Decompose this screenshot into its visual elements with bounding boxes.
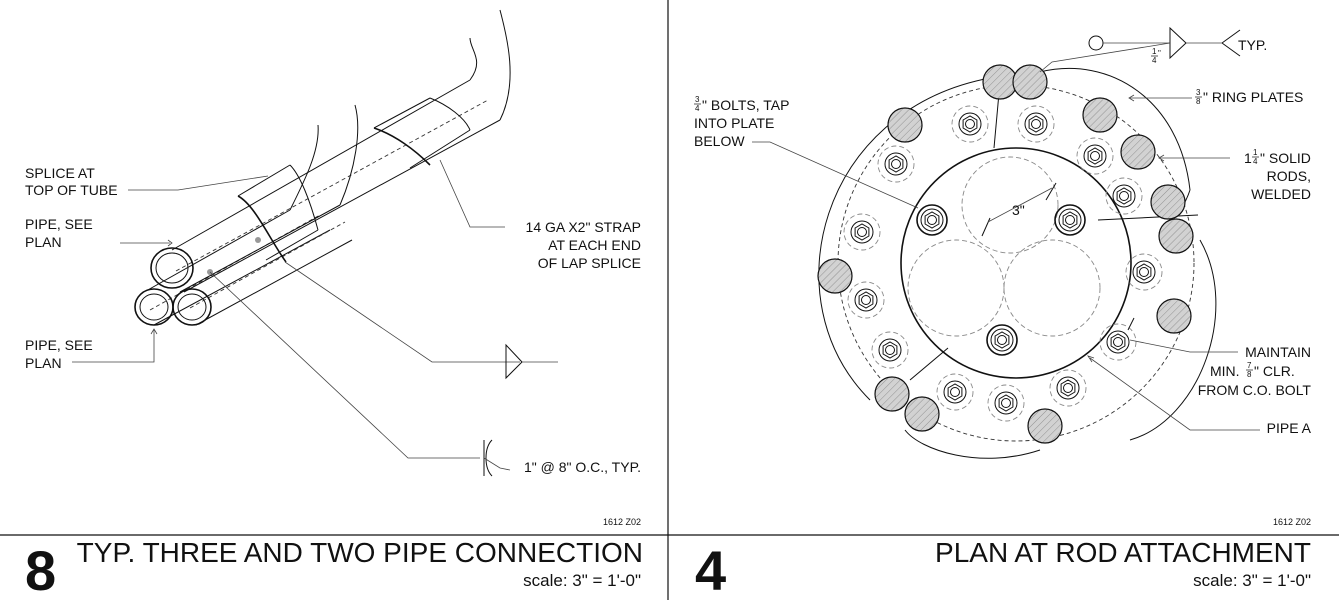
- pipe-connection-drawing: [72, 9, 558, 477]
- plan-leaders: [752, 26, 1260, 431]
- left-detail-scale: scale: 3" = 1'-0": [523, 571, 641, 590]
- weld-size-numerator: 1: [1152, 47, 1157, 56]
- bolt: [1049, 369, 1087, 407]
- solid-rod: [1082, 97, 1118, 133]
- bolts-numerator: 3: [695, 95, 700, 104]
- strap-label-line3: OF LAP SPLICE: [538, 255, 641, 271]
- maintain-label-suffix: " CLR.: [1254, 363, 1295, 379]
- maintain-label-line1: MAINTAIN: [1245, 344, 1311, 360]
- splice-sleeves: [237, 97, 471, 263]
- strap-label-line1: 14 GA X2" STRAP: [526, 219, 641, 235]
- bolts-label-line1: " BOLTS, TAP: [702, 97, 789, 113]
- rods-denominator: 4: [1253, 157, 1258, 166]
- rods-label-line3: WELDED: [1251, 186, 1311, 202]
- bolt: [877, 145, 915, 183]
- splice-label-line2: TOP OF TUBE: [25, 182, 118, 198]
- pipe-leaders: [72, 159, 558, 477]
- lower-left-pipe: [134, 124, 331, 326]
- bolt: [843, 213, 881, 251]
- right-detail-title: PLAN AT ROD ATTACHMENT: [935, 537, 1311, 568]
- maintain-denominator: 8: [1247, 370, 1252, 379]
- rod-attachment-plan: [818, 67, 1217, 459]
- lower-right-pipe: [172, 104, 359, 326]
- bolt: [1125, 253, 1163, 291]
- right-detail-number: 4: [695, 539, 726, 600]
- solid-rods: [817, 64, 1194, 444]
- left-detail-title: TYP. THREE AND TWO PIPE CONNECTION: [77, 537, 643, 568]
- maintain-label-line3: FROM C.O. BOLT: [1198, 382, 1312, 398]
- pipe-top-label-line2: PLAN: [25, 234, 62, 250]
- weld-size-denominator: 4: [1152, 56, 1157, 65]
- pipe-top-label-line1: PIPE, SEE: [25, 216, 93, 232]
- solid-rod: [1156, 298, 1192, 334]
- bolts-label-line3: BELOW: [694, 133, 745, 149]
- bolts: [843, 105, 1163, 422]
- left-detail-number: 8: [25, 539, 56, 600]
- rods-label-line1: " SOLID: [1260, 150, 1311, 166]
- solid-rod: [982, 64, 1018, 100]
- bolt: [847, 281, 885, 319]
- solid-rod: [874, 376, 910, 412]
- splice-label-line1: SPLICE AT: [25, 165, 95, 181]
- bolt: [1076, 137, 1114, 175]
- solid-rod: [817, 258, 853, 294]
- bolt: [986, 324, 1018, 356]
- pipe-a-label: PIPE A: [1267, 420, 1312, 436]
- bolt: [1017, 105, 1055, 143]
- right-detail-scale: scale: 3" = 1'-0": [1193, 571, 1311, 590]
- strap-label-line2: AT EACH END: [548, 237, 641, 253]
- solid-rod: [1120, 134, 1156, 170]
- bolts-label-line2: INTO PLATE: [694, 115, 774, 131]
- left-drawing-code: 1612 Z02: [603, 517, 641, 527]
- bolt: [1099, 323, 1137, 361]
- right-drawing-code: 1612 Z02: [1273, 517, 1311, 527]
- bolt: [916, 204, 948, 236]
- weld-size-unit: ": [1158, 49, 1161, 58]
- dimension-label: 3": [1012, 202, 1025, 218]
- bolt: [987, 384, 1025, 422]
- bolts-denominator: 4: [695, 104, 700, 113]
- solid-rod: [1027, 408, 1063, 444]
- rods-whole: 1: [1244, 150, 1252, 166]
- pipe-bottom-label-line2: PLAN: [25, 355, 62, 371]
- bolt: [1054, 204, 1086, 236]
- solid-rod: [887, 107, 923, 143]
- solid-rod: [1158, 218, 1194, 254]
- bolt: [1105, 177, 1143, 215]
- rods-label-line2: RODS,: [1267, 168, 1311, 184]
- rods-numerator: 1: [1253, 148, 1258, 157]
- ring-plates-denominator: 8: [1196, 97, 1201, 106]
- maintain-label-prefix: MIN.: [1210, 363, 1240, 379]
- solid-rod: [1012, 64, 1048, 100]
- maintain-numerator: 7: [1247, 361, 1252, 370]
- pipe-bottom-label-line1: PIPE, SEE: [25, 337, 93, 353]
- upper-pipe: [150, 9, 511, 293]
- solid-rod: [1150, 184, 1186, 220]
- ring-plates-numerator: 3: [1196, 88, 1201, 97]
- bolt: [936, 373, 974, 411]
- ring-plates-label: " RING PLATES: [1203, 89, 1303, 105]
- weld-spacing-label: 1" @ 8" O.C., TYP.: [524, 459, 641, 475]
- typ-label: TYP.: [1238, 37, 1267, 53]
- solid-rod: [904, 396, 940, 432]
- bolt: [951, 105, 989, 143]
- bolt: [871, 331, 909, 369]
